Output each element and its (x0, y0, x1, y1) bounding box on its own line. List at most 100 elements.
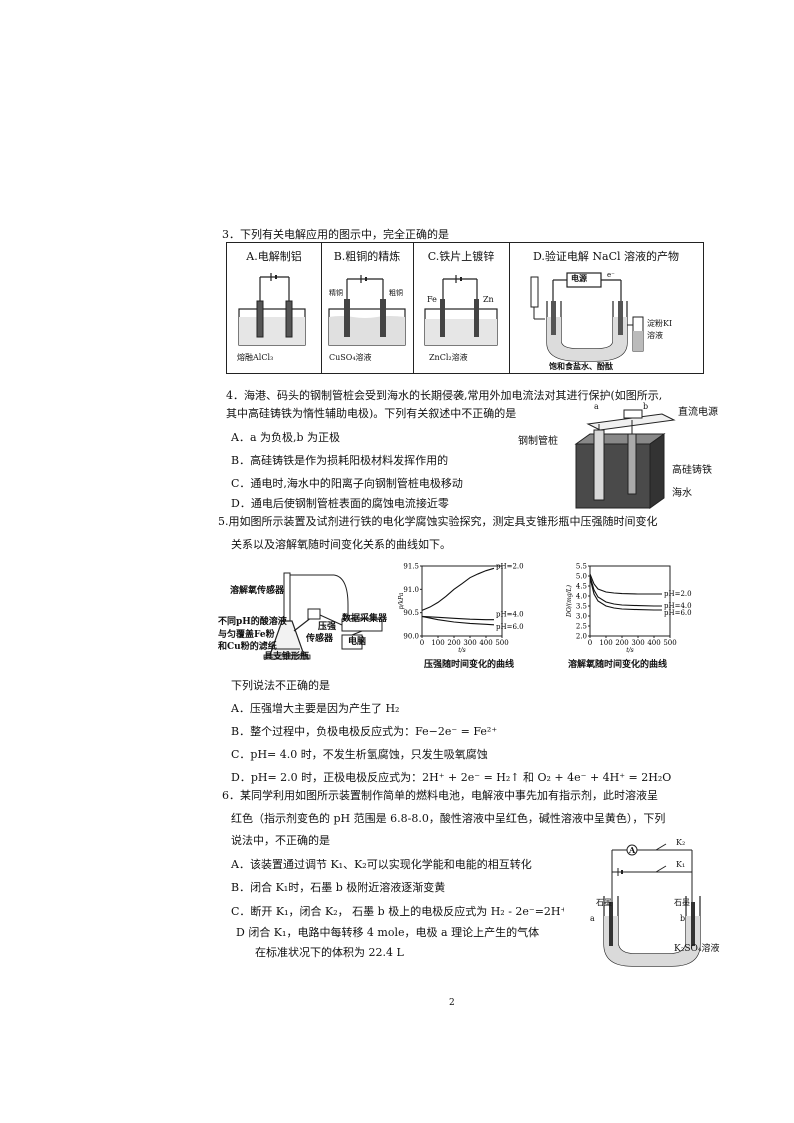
q3-panel-c-heading: C.铁片上镀锌 (427, 250, 495, 263)
x-tick-label: 0 (588, 639, 592, 647)
series-line-pH60 (589, 577, 662, 611)
q6-fig-ammeter: A (629, 845, 636, 855)
q5-option-d: D．pH= 2.0 时，正极电极反应式为：2H⁺ + 2e⁻ = H₂↑ 和 O… (231, 771, 672, 784)
series-label: pH=2.0 (664, 590, 692, 598)
q5-stem-line1: 5.用如图所示装置及试剂进行铁的电化学腐蚀实验探究，测定具支锥形瓶中压强随时间变… (218, 515, 658, 528)
q3-panel-d-ki-1: 淀粉KI (647, 319, 673, 328)
q5-option-b: B．整个过程中，负极电极反应式为：Fe−2e⁻ = Fe²⁺ (231, 725, 498, 738)
series-label: pH=2.0 (496, 562, 524, 570)
q4-figure (574, 409, 676, 509)
q3-title: 3．下列有关电解应用的图示中，完全正确的是 (222, 228, 449, 241)
q6-stem-line3: 说法中，不正确的是 (231, 834, 330, 847)
q6-fig-b: b (680, 914, 686, 923)
y-tick-label: 2.0 (576, 633, 587, 641)
q3-panel-d-ki-2: 溶液 (647, 331, 663, 340)
q5-stem-line2: 关系以及溶解氧随时间变化关系的曲线如下。 (231, 538, 451, 551)
q3-panel-d: D.验证电解 NaCl 溶液的产物 电源 e⁻ 淀粉KI 溶液 饱和食盐水、酚酞 (509, 243, 703, 373)
q6-fig-a: a (590, 914, 595, 923)
q3-figure-grid: A.电解制铝 熔融AlCl₃ B.粗铜的精炼 精铜 粗铜 (226, 242, 704, 374)
q3-panel-d-heading: D.验证电解 NaCl 溶液的产物 (532, 250, 680, 263)
y-tick-label: 91.5 (403, 563, 419, 571)
q6-fig-k1: K₁ (676, 860, 686, 869)
q4-fig-iron: 高硅铸铁 (672, 465, 712, 476)
q3-panel-b-pure-cu: 精铜 (329, 289, 343, 297)
q4-fig-power: 直流电源 (678, 407, 718, 418)
series-line-pH60 (421, 615, 495, 626)
x-axis-label: t/s (458, 647, 466, 654)
x-tick-label: 300 (463, 639, 476, 647)
y-tick-label: 3.5 (576, 603, 587, 611)
q3-panel-c-solution: ZnCl₂溶液 (429, 353, 468, 362)
q5-oxygen-chart-title: 溶解氧随时间变化的曲线 (568, 660, 668, 670)
y-tick-label: 2.5 (576, 623, 587, 631)
q4-fig-b: b (643, 402, 649, 411)
q3-panel-d-electron: e⁻ (607, 271, 615, 279)
q4-option-d: D．通电后使钢制管桩表面的腐蚀电流接近零 (231, 497, 449, 510)
q6-option-a: A．该装置通过调节 K₁、K₂可以实现化学能和电能的相互转化 (231, 858, 532, 871)
q6-option-d-cont: 在标准状况下的体积为 22.4 L (255, 946, 404, 959)
q5-app-flask: 具支锥形瓶 (264, 652, 310, 662)
x-tick-label: 100 (431, 639, 444, 647)
x-tick-label: 0 (420, 639, 424, 647)
q5-app-sensor: 溶解氧传感器 (230, 586, 285, 596)
q3-panel-a-heading: A.电解制铝 (246, 250, 302, 263)
y-axis-label: p/kPa (398, 592, 405, 609)
q5-apparatus (263, 572, 383, 660)
plot-frame (421, 565, 503, 637)
q5-option-c: C．pH= 4.0 时，不发生析氢腐蚀，只发生吸氧腐蚀 (231, 748, 488, 761)
q4-option-c: C．通电时,海水中的阳离子向钢制管桩电极移动 (231, 477, 463, 490)
q5-app-computer: 电脑 (348, 637, 367, 647)
q6-stem-line1: 6．某同学利用如图所示装置制作简单的燃料电池，电解液中事先加有指示剂，此时溶液呈 (222, 789, 658, 802)
x-tick-label: 200 (615, 639, 628, 647)
q5-option-a: A．压强增大主要是因为产生了 H₂ (231, 702, 400, 715)
x-tick-label: 300 (631, 639, 644, 647)
q6-fig-left-graphite: 石墨 (596, 898, 612, 907)
q3-panel-d-salt: 饱和食盐水、酚酞 (549, 361, 613, 371)
q4-stem-line1: 4．海港、码头的钢制管桩会受到海水的长期侵袭,常用外加电流法对其进行保护(如图所… (226, 389, 663, 402)
q6-fig-k2: K₂ (676, 838, 686, 847)
x-tick-label: 500 (663, 639, 676, 647)
q3-panel-b-drawing (328, 275, 406, 346)
y-tick-label: 90.5 (403, 609, 419, 617)
q3-panel-a-label: 熔融AlCl₃ (237, 353, 274, 362)
q4-fig-pile: 钢制管桩 (518, 436, 558, 447)
q3-panel-c-fe: Fe (427, 295, 437, 304)
y-tick-label: 5.5 (576, 563, 587, 571)
series-label: pH=6.0 (496, 623, 524, 631)
q5-app-pressure2: 传感器 (306, 634, 334, 644)
y-tick-label: 4.0 (576, 593, 587, 601)
q6-option-b: B．闭合 K₁时，石墨 b 极附近溶液逐渐变黄 (231, 881, 446, 894)
q5-app-acid3: 和Cu粉的滤纸 (218, 642, 277, 652)
q4-option-a: A．a 为负极,b 为正极 (231, 431, 341, 444)
q5-app-pressure1: 压强 (318, 622, 337, 632)
series-line-pH40 (589, 575, 662, 607)
q3-panel-c: C.铁片上镀锌 Fe Zn ZnCl₂溶液 (413, 243, 510, 373)
y-axis-label: DO/(mg/L) (566, 584, 573, 618)
x-tick-label: 200 (447, 639, 460, 647)
x-tick-label: 500 (495, 639, 508, 647)
q5-app-acid2: 与匀覆盖Fe粉 (218, 630, 275, 640)
plot-frame (589, 565, 671, 637)
q3-panel-d-drawing (530, 272, 644, 362)
q3-panel-b-heading: B.粗铜的精炼 (333, 250, 401, 263)
y-tick-label: 90.0 (403, 633, 419, 641)
q5-sub-question: 下列说法不正确的是 (231, 679, 330, 692)
q6-fig-right-graphite: 石墨 (674, 898, 690, 907)
series-line-pH20 (589, 573, 662, 595)
q3-panel-c-zn: Zn (483, 295, 494, 304)
y-tick-label: 91.0 (403, 586, 419, 594)
q3-panel-c-drawing (424, 275, 498, 346)
q6-stem-line2: 红色（指示剂变色的 pH 范围是 6.8-8.0，酸性溶液中呈红色，碱性溶液中呈… (231, 812, 666, 825)
series-label: pH=4.0 (664, 602, 692, 610)
q5-app-acid1: 不同pH的酸溶液 (218, 617, 287, 627)
q4-option-b: B．高硅铸铁是作为损耗阳极材料发挥作用的 (231, 454, 449, 467)
q4-stem-line2: 其中高硅铸铁为惰性辅助电极)。下列有关叙述中不正确的是 (226, 407, 517, 420)
y-tick-label: 5.0 (576, 573, 587, 581)
q4-fig-sea: 海水 (672, 488, 692, 499)
q3-panel-b-solution: CuSO₄溶液 (329, 353, 372, 362)
page-number: 2 (449, 998, 455, 1008)
x-tick-label: 400 (479, 639, 492, 647)
series-label: pH=4.0 (496, 611, 524, 619)
x-tick-label: 400 (647, 639, 660, 647)
